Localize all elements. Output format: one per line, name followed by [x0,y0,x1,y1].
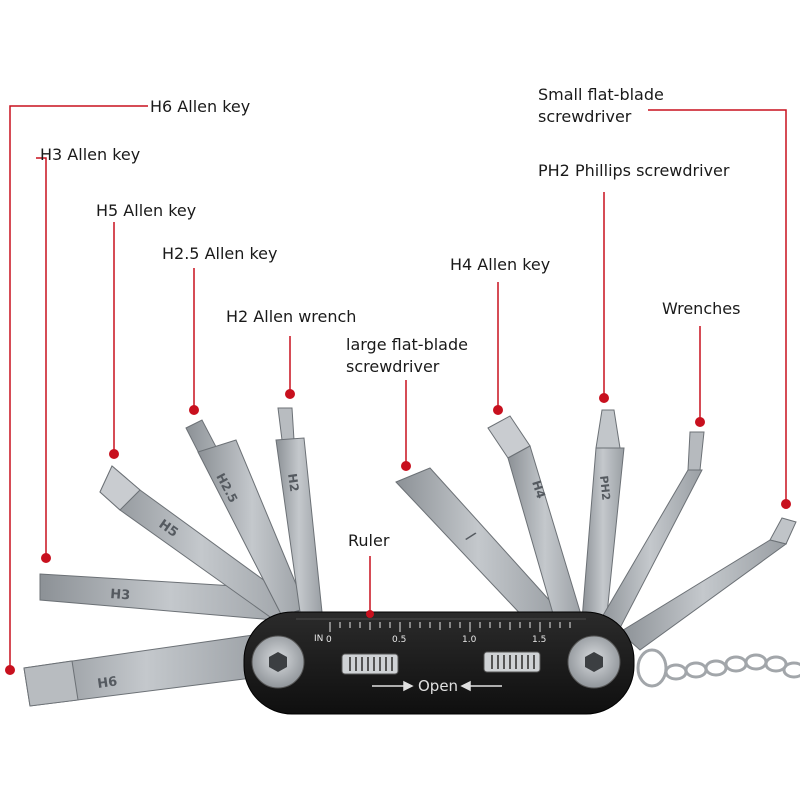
ruler-mark-0: 0 [326,635,332,645]
h3-engraving: H3 [110,587,131,603]
label-wrenches: Wrenches [662,299,741,318]
ruler-mark-10: 1.0 [462,635,477,645]
ph2-engraving: PH2 [597,475,613,501]
tool-body [243,611,635,715]
left-slider [341,653,399,675]
label-small-flat-blade-line1: Small flat-blade [538,85,664,104]
label-h6-allen-key: H6 Allen key [150,97,251,116]
ruler-mark-05: 0.5 [392,635,406,645]
label-h3-allen-key: H3 Allen key [40,145,141,164]
ruler-mark-15: 1.5 [532,635,546,645]
small-flat-blade-screwdriver [619,517,797,651]
right-bolt [567,635,621,689]
h5-allen-key: H5 [99,465,303,625]
left-bolt [251,635,305,689]
label-large-flat-blade-line1: large flat-blade [346,335,468,354]
open-arrow-left-icon [460,680,502,692]
label-large-flat-blade-line2: screwdriver [346,357,440,376]
open-label: Open [418,677,458,695]
right-slider [483,651,541,673]
keychain [636,648,800,688]
h2-engraving: H2 [285,472,301,492]
ruler-scale [329,622,571,632]
callout-dots [5,389,791,675]
label-ruler: Ruler [348,531,390,550]
label-h4-allen-key: H4 Allen key [450,255,551,274]
h6-allen-key: H6 [23,633,269,707]
h4-engraving: H4 [529,479,548,501]
open-arrow-right-icon [372,680,414,692]
label-h5-allen-key: H5 Allen key [96,201,197,220]
label-h25-allen-key: H2.5 Allen key [162,244,278,263]
ruler-unit: IN [314,634,323,644]
label-small-flat-blade-line2: screwdriver [538,107,632,126]
label-ph2-phillips-screwdriver: PH2 Phillips screwdriver [538,161,730,180]
h6-engraving: H6 [96,674,118,692]
label-h2-allen-wrench: H2 Allen wrench [226,307,357,326]
callout-lines [9,105,787,668]
